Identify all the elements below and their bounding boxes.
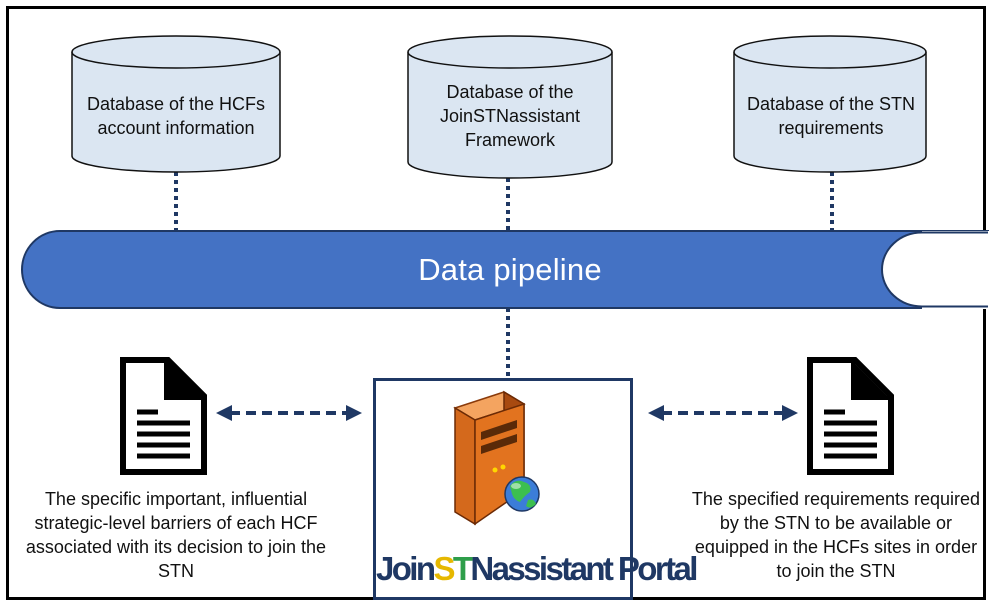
right-document-caption: The specified requirements required by t…	[691, 489, 981, 581]
portal-title-b: assistant Portal	[491, 550, 699, 587]
document-icon-right	[807, 357, 894, 475]
left-document-caption: The specific important, influential stra…	[25, 489, 327, 581]
database-label-3: Database of the STN requirements	[746, 94, 916, 138]
data-pipeline	[21, 230, 996, 309]
portal-title-a: Join	[376, 550, 436, 587]
portal-title-t: T	[452, 550, 473, 587]
pipeline-label: Data pipeline	[418, 252, 602, 287]
portal-title-n: N	[470, 550, 494, 587]
arrow-portal-right-doc	[648, 405, 798, 421]
database-label-1: Database of the HCFs account information	[86, 94, 266, 138]
database-label-2: Database of the JoinSTNassistant Framewo…	[439, 82, 581, 150]
database-cylinder-3	[733, 35, 927, 173]
portal-title-s: S	[433, 550, 455, 587]
arrow-left-doc-portal	[216, 405, 362, 421]
portal-title: JoinSTNassistant Portal	[376, 550, 698, 588]
document-icon-left	[120, 357, 207, 475]
database-cylinder-1	[71, 35, 281, 173]
database-cylinder-2	[407, 35, 613, 179]
